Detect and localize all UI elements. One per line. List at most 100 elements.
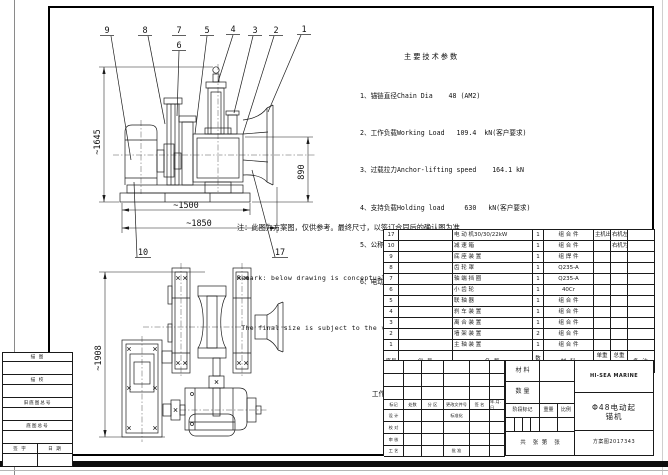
part-code [398, 251, 453, 263]
part-qty: 1 [532, 317, 544, 329]
part-no: 10 [383, 240, 399, 252]
table-row: 2 墙 架 装 置 2 组 合 件 [383, 328, 655, 340]
part-material: 40Cr [543, 284, 594, 296]
part-remark [627, 240, 655, 252]
part-material: 组 合 件 [543, 328, 594, 340]
part-remark [627, 262, 655, 274]
balloon-4: 4 [230, 25, 235, 35]
drawing-number: 方案图2017343 [574, 430, 654, 456]
part-total-weight [610, 317, 628, 329]
revision-grid: 标记 处数 分 区 更改文件号 签 名 年.月.日 设 计 标准化 校 对 审 … [383, 360, 505, 457]
table-row: 10 减 速 箱 1 组 合 件 右机为 [383, 240, 655, 252]
balloon-3: 3 [252, 26, 257, 36]
part-qty: 1 [532, 262, 544, 274]
margin-label-old-master-no: 旧底图总号 [2, 398, 73, 408]
margin-value [2, 408, 73, 421]
part-name: 底 座 装 置 [452, 251, 533, 263]
margin-label-trace-check: 描 校 [2, 375, 73, 385]
margin-value [2, 431, 73, 444]
part-material: 组 合 件 [543, 240, 594, 252]
base-frame [119, 184, 251, 203]
dim-overall-height: ~1645 [93, 129, 103, 155]
rev-col-sign: 签 名 [470, 400, 490, 410]
part-unit-weight [593, 306, 611, 318]
part-no: 3 [383, 317, 399, 329]
balloon-1: 1 [301, 25, 306, 35]
part-unit-weight [593, 317, 611, 329]
paper-right-edge [662, 0, 663, 475]
sign-value [3, 454, 38, 466]
warping-head-plan [254, 301, 284, 353]
part-remark [627, 295, 655, 307]
part-code [398, 295, 453, 307]
front-view-drawing: ~1645 890 ~1500 ~1850 9 8 7 6 5 4 [93, 25, 315, 258]
part-total-weight [610, 251, 628, 263]
margin-label-master-no: 底图总号 [2, 421, 73, 431]
weight-value [539, 417, 558, 432]
material-value [539, 360, 575, 382]
part-material: 组 合 件 [543, 317, 594, 329]
part-code [398, 339, 453, 351]
part-code [398, 273, 453, 285]
brake-stand [163, 97, 183, 186]
part-material: 组 合 件 [543, 229, 594, 241]
tech-param-line: 4、支持负载Holding load 630 kN(客户要求) [360, 203, 531, 212]
part-unit-weight [593, 284, 611, 296]
rev-col-docno: 更改文件号 [444, 400, 470, 410]
motor-front [124, 124, 158, 185]
part-total-weight [610, 339, 628, 351]
part-code [398, 317, 453, 329]
part-qty: 1 [532, 284, 544, 296]
margin-block: 描 图 描 校 旧底图总号 底图总号 签 字 日 期 [2, 352, 73, 467]
balloon-9: 9 [104, 26, 109, 36]
chain-wheel-plan [197, 285, 227, 359]
tech-param-line: 1、锚链直径Chain Dia 48 (AM2) [360, 92, 481, 101]
table-row: 7 轴 端 挡 圈 1 Q235-A [383, 273, 655, 285]
company-name: HI-SEA MARINE [574, 360, 654, 393]
part-name: 离 合 装 置 [452, 317, 533, 329]
margin-value [2, 385, 73, 398]
part-no: 2 [383, 328, 399, 340]
weight-label: 重量 [539, 403, 558, 418]
part-unit-weight [593, 295, 611, 307]
part-total-weight [610, 295, 628, 307]
part-qty: 1 [532, 273, 544, 285]
part-name: 齿 轮 罩 [452, 262, 533, 274]
balloon-8: 8 [142, 26, 147, 36]
material-label: 材 料 [505, 360, 540, 382]
tech-param-line: 2、工作负载Working Load 109.4 kN(客户要求) [360, 129, 527, 138]
dimensions-plan: ~1908 [94, 271, 205, 438]
sheet-count: 共 张 第 张 [505, 431, 575, 456]
part-qty: 2 [532, 328, 544, 340]
part-qty: 1 [532, 229, 544, 241]
part-total-weight [610, 328, 628, 340]
product-name-line2: 锚机 [605, 411, 623, 421]
part-unit-weight: 主机出轴 [593, 229, 611, 241]
brake-rod-plan [208, 357, 225, 417]
gearbox-plan [121, 339, 173, 438]
tech-param-line: 3、过载拉力Anchor-lifting speed 164.1 kN [360, 166, 524, 175]
dim-drum-height: 890 [297, 164, 307, 179]
part-name: 减 速 箱 [452, 240, 533, 252]
part-material: Q235-A [543, 262, 594, 274]
role-audit: 审 核 [384, 434, 404, 446]
date-value [38, 454, 72, 466]
part-remark [627, 328, 655, 340]
scale-value [557, 417, 575, 432]
part-code [398, 328, 453, 340]
plan-view-drawing: ~1908 [94, 263, 290, 442]
rev-col-zone: 分 区 [422, 400, 444, 410]
part-no: 8 [383, 262, 399, 274]
balloon-10: 10 [138, 248, 148, 258]
dim-base-width: ~1500 [173, 201, 199, 211]
balloon-5: 5 [204, 26, 209, 36]
part-name: 轴 端 挡 圈 [452, 273, 533, 285]
sign-label: 签 字 [3, 444, 38, 453]
part-material: 组 合 件 [543, 306, 594, 318]
motor-plan [184, 387, 262, 437]
part-total-weight [610, 262, 628, 274]
coupling-front [156, 143, 182, 178]
part-name: 小 齿 轮 [452, 284, 533, 296]
stage-label: 阶段标记 [505, 403, 540, 418]
